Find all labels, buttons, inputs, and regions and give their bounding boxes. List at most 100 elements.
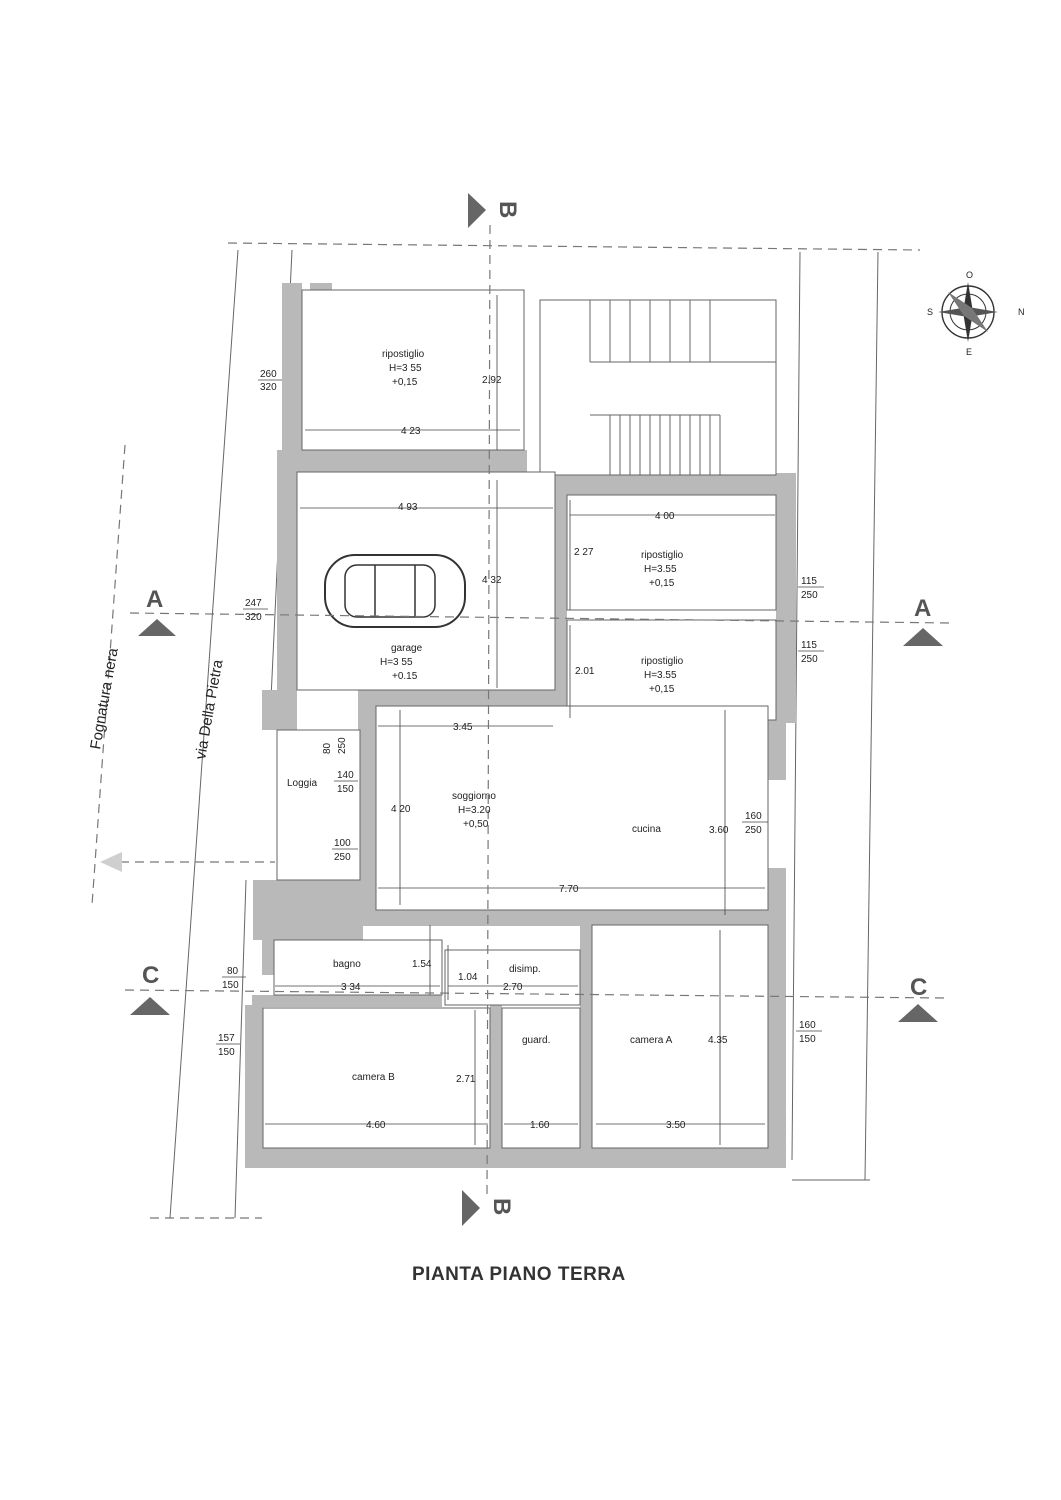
svg-text:4.60: 4.60 [366,1120,386,1131]
svg-text:E: E [966,347,972,357]
room-guard [501,1007,581,1149]
opening-labels: 260 320 247 320 115 250 115 250 80 250 1… [216,369,824,1058]
svg-text:100: 100 [334,838,351,849]
svg-text:160: 160 [745,811,762,822]
svg-text:camera A: camera A [630,1035,673,1046]
svg-text:H=3.55: H=3.55 [644,670,677,681]
sewer-label: Fognatura nera [87,646,122,751]
svg-text:320: 320 [245,612,262,623]
svg-text:ripostiglio: ripostiglio [641,550,684,561]
svg-text:+0,15: +0,15 [392,377,418,388]
car-icon [324,554,466,628]
svg-text:150: 150 [218,1047,235,1058]
svg-text:4 20: 4 20 [391,804,411,815]
street-label: via Della Pietra [192,658,226,761]
svg-text:4 23: 4 23 [401,426,421,437]
section-lines [124,224,951,1196]
svg-text:bagno: bagno [333,959,361,970]
svg-text:115: 115 [801,640,817,651]
section-marker-a-right: A [903,595,943,646]
room-loggia [276,729,361,881]
svg-text:1.04: 1.04 [458,972,478,983]
svg-text:camera B: camera B [352,1072,395,1083]
svg-text:250: 250 [745,825,762,836]
svg-text:157: 157 [218,1033,235,1044]
svg-text:4 32: 4 32 [482,575,502,586]
section-marker-b-top: B [468,193,521,228]
svg-text:3 34: 3 34 [341,982,361,993]
svg-text:+0,50: +0,50 [463,819,489,830]
svg-text:cucina: cucina [632,824,661,835]
svg-text:160: 160 [799,1020,816,1031]
svg-text:soggiorno: soggiorno [452,791,496,802]
svg-text:320: 320 [260,382,277,393]
section-marker-a-left: A [138,586,176,636]
svg-text:C: C [142,962,159,989]
svg-text:ripostiglio: ripostiglio [382,349,425,360]
drawing-title: PIANTA PIANO TERRA [412,1264,626,1285]
svg-text:250: 250 [801,590,818,601]
svg-text:1.60: 1.60 [530,1120,550,1131]
property-lines [91,242,921,1219]
room-disimp [444,949,581,1006]
svg-text:H=3.55: H=3.55 [644,564,677,575]
svg-text:140: 140 [337,770,354,781]
svg-text:B: B [494,201,521,218]
compass-icon: N S O E [927,270,1025,357]
room-labels: ripostiglio H=3 55 +0,15 4 23 2.92 4 93 … [287,349,729,1131]
room-ripostiglio-top [301,289,525,451]
svg-text:H=3 55: H=3 55 [380,657,413,668]
svg-text:115: 115 [801,576,817,587]
svg-text:H=3 55: H=3 55 [389,363,422,374]
svg-text:4.35: 4.35 [708,1035,728,1046]
svg-text:2.70: 2.70 [503,982,523,993]
room-ripostiglio-r2 [566,619,777,721]
svg-text:150: 150 [337,784,354,795]
rooms [262,289,777,1149]
svg-text:S: S [927,307,933,317]
svg-text:O: O [966,270,973,280]
svg-text:150: 150 [222,980,239,991]
svg-text:150: 150 [799,1034,816,1045]
svg-text:80: 80 [322,742,333,754]
svg-text:+0.15: +0.15 [392,671,418,682]
stairs [589,300,776,475]
stair-block [539,299,777,476]
room-soggiorno-cucina [375,705,769,911]
svg-text:2.01: 2.01 [575,666,595,677]
svg-text:+0,15: +0,15 [649,578,675,589]
svg-text:250: 250 [337,737,348,754]
svg-text:Loggia: Loggia [287,778,317,789]
svg-text:C: C [910,974,927,1001]
svg-text:+0,15: +0,15 [649,684,675,695]
svg-text:B: B [488,1198,515,1215]
svg-text:4 00: 4 00 [655,511,675,522]
svg-text:247: 247 [245,598,262,609]
svg-text:disimp.: disimp. [509,964,541,975]
svg-text:250: 250 [334,852,351,863]
svg-text:N: N [1018,307,1025,317]
svg-text:80: 80 [227,966,239,977]
section-marker-c-left: C [130,962,170,1015]
svg-text:1.54: 1.54 [412,959,432,970]
svg-text:7.70: 7.70 [559,884,579,895]
svg-text:250: 250 [801,654,818,665]
svg-text:3.45: 3.45 [453,722,473,733]
svg-text:3.50: 3.50 [666,1120,686,1131]
dimension-lines [265,295,775,1145]
svg-text:4 93: 4 93 [398,502,418,513]
room-ripostiglio-r1 [566,494,777,611]
svg-text:2 27: 2 27 [574,547,594,558]
svg-text:2.92: 2.92 [482,375,502,386]
svg-text:guard.: guard. [522,1035,550,1046]
svg-text:A: A [914,595,931,622]
svg-text:260: 260 [260,369,277,380]
walls [245,283,796,1168]
svg-text:garage: garage [391,643,423,654]
svg-text:2.71: 2.71 [456,1074,476,1085]
svg-text:3.60: 3.60 [709,825,729,836]
section-marker-b-bottom: B [462,1190,515,1226]
room-camera-b [262,1007,491,1149]
svg-text:H=3.20: H=3.20 [458,805,491,816]
